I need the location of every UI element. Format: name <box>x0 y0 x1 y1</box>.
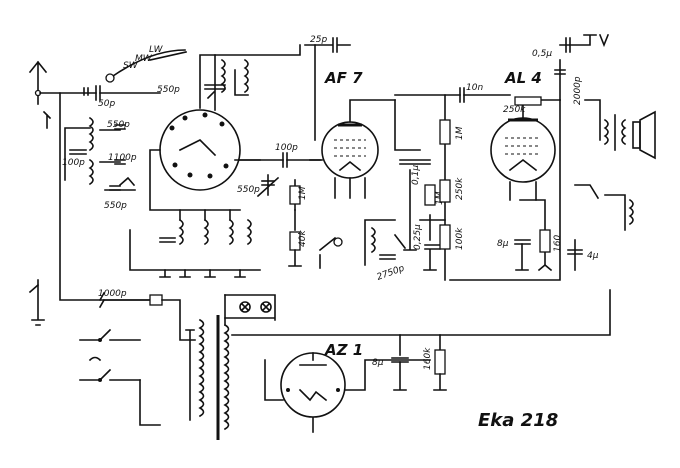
cap-8u-psu-label: 8μ <box>372 358 384 368</box>
band-switch-indicator: SW MW LW <box>105 45 187 83</box>
cap-8u-al4-label: 8μ <box>497 239 509 249</box>
af7-tube: AF 7 25p <box>304 35 396 199</box>
cap-50p-label: 50p <box>98 99 115 109</box>
af7-label: AF 7 <box>324 69 363 87</box>
res-1m-af7-label: 1M <box>298 186 308 200</box>
af7-plate-network: 0,1μ 0,25μ 2750p 1M <box>364 99 446 283</box>
cap-2000p-label: 2000p <box>573 76 583 105</box>
az1-tube: AZ 1 <box>264 341 431 433</box>
cap-100p-left-label: 100p <box>62 158 85 168</box>
input-coil-group: 550p 100p 1100p 550p 50p <box>62 87 137 211</box>
cap-550p-mid-label: 550p <box>237 185 260 195</box>
res-160-label: 160 <box>553 235 563 252</box>
grid-coupling: 550p 100p <box>234 143 321 198</box>
band-mw-label: MW <box>135 54 153 64</box>
cap-4u-label: 4μ <box>587 251 599 261</box>
al4-cathode: 8μ 160 <box>497 199 563 272</box>
res-100k-label: 100k <box>455 227 465 250</box>
mains-section: 1000p <box>28 279 611 440</box>
cap-550p-top-label: 550p <box>157 85 180 95</box>
psu-filter: 8μ 160k <box>372 334 447 391</box>
af7-cathode-network: 1M 40k <box>288 179 343 269</box>
cap-1100p-label: 1100p <box>108 153 137 163</box>
antenna-input <box>28 60 161 301</box>
model-title: Eka 218 <box>478 410 558 431</box>
cap-2750p-label: 2750p <box>376 264 407 283</box>
oscillator-coils: 550p <box>157 54 249 111</box>
res-40k-label: 40k <box>298 230 308 247</box>
res-160k-label: 160k <box>423 347 433 370</box>
band-sw-label: SW <box>123 61 139 71</box>
al4-label: AL 4 <box>504 69 542 87</box>
res-250k-top-label: 250k <box>503 105 526 115</box>
band-lw-label: LW <box>149 45 164 55</box>
cap-25p-label: 25p <box>310 35 327 45</box>
cap-550p-low-label: 550p <box>104 201 127 211</box>
cap-1000p-label: 1000p <box>98 289 127 299</box>
cap-550p-left-label: 550p <box>107 120 130 130</box>
cap-05u-label: 0,5μ <box>532 49 552 59</box>
cap-01u-label: 0,1μ <box>411 165 421 185</box>
res-250k-label: 250k <box>455 177 465 200</box>
al4-tube: AL 4 250k <box>490 69 561 201</box>
interstage-resistors: 250k 100k 1M 10n <box>394 83 511 281</box>
az1-label: AZ 1 <box>324 341 363 359</box>
output-stage: 0,5μ 2000p 4μ <box>449 33 656 281</box>
cap-100p-grid-label: 100p <box>275 143 298 153</box>
cap-10n-label: 10n <box>466 83 483 93</box>
cap-025u-label: 0,25μ <box>413 224 423 250</box>
res-1m-al4-label: 1M <box>455 126 465 140</box>
lower-coil-bank <box>129 209 261 278</box>
